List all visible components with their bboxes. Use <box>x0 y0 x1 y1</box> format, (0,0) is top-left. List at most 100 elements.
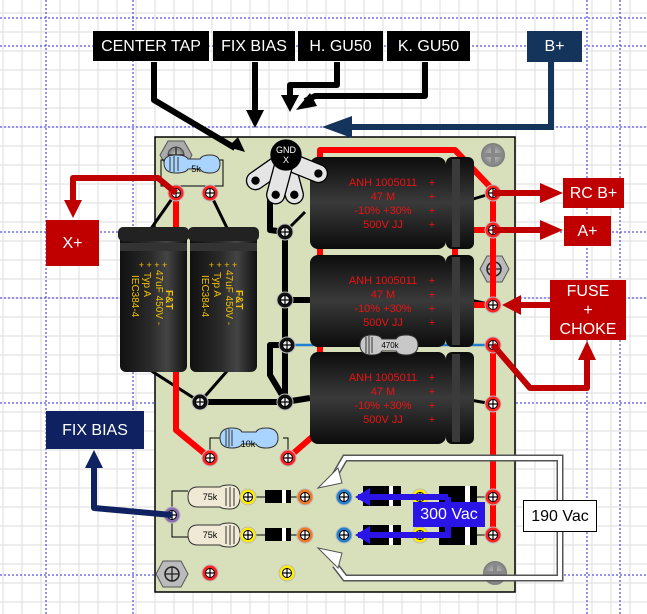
pad-black <box>278 336 296 354</box>
cap1-plus: + + + + <box>139 260 168 270</box>
capacitor-large-3: ANH 1005011 +47 M + -10% +30% +500V JJ + <box>310 352 474 444</box>
label-text: 300 Vac <box>420 506 478 523</box>
capacitor-large-plus: + <box>429 386 435 398</box>
pad-red <box>201 184 219 202</box>
resistor-75k-b-label: 75k <box>203 530 218 540</box>
pad-yellow <box>278 564 296 582</box>
pad-orange <box>296 488 314 506</box>
rc-b-plus-wire <box>493 183 563 203</box>
pad-yellow <box>239 526 257 544</box>
pad-red <box>279 449 297 467</box>
label-fix-bias-left: FIX BIAS <box>46 411 144 449</box>
label-x-plus: X+ <box>46 220 99 266</box>
cap2-logo: F&T <box>233 290 244 309</box>
pad-blue <box>335 488 353 506</box>
label-text: H. GU50 <box>309 37 372 55</box>
label-text: FIX BIAS <box>62 421 128 439</box>
label-k-gu50: K. GU50 <box>387 31 470 61</box>
pad-red <box>201 449 219 467</box>
label-text: 190 Vac <box>531 507 589 525</box>
label-300-vac: 300 Vac <box>413 502 485 527</box>
resistor-75k-b <box>171 515 275 548</box>
tag-strip-x-label: X <box>283 155 289 165</box>
label-fix-bias-top: FIX BIAS <box>213 31 295 61</box>
resistor-470k <box>359 334 419 356</box>
pad-red <box>484 395 502 413</box>
nut-icon <box>155 560 189 588</box>
cap1-logo: F&T <box>163 290 174 309</box>
label-text: K. GU50 <box>397 37 460 55</box>
capacitor-large-plus: + <box>429 303 435 315</box>
capacitor-large-plus: + <box>429 372 435 384</box>
capacitor-large-text: ANH 1005011 <box>349 177 417 189</box>
label-text: X+ <box>62 234 83 252</box>
capacitor-large-2: ANH 1005011+47 M+-10% +30%+500V JJ+ <box>310 255 474 347</box>
label-text: + <box>583 301 593 319</box>
cap2-standard: IEC384-4 <box>199 275 210 318</box>
label-text: A+ <box>577 222 598 240</box>
capacitor-large-text: 500V JJ <box>363 317 403 329</box>
resistor-5k-label: 5k <box>191 164 201 174</box>
tag-strip-gnd-label: GND <box>276 145 297 155</box>
pad-red <box>201 564 219 582</box>
capacitor-large-plus: + <box>429 317 435 329</box>
resistor-5k <box>160 154 224 187</box>
pad-black <box>276 291 294 309</box>
fuse-choke-wire-in <box>502 295 550 315</box>
label-h-gu50: H. GU50 <box>298 31 383 61</box>
label-text: FUSE <box>566 282 610 300</box>
capacitor-large-text: 500V JJ <box>363 414 403 426</box>
resistor-10k-label: 10k <box>241 439 256 449</box>
capacitor-large-plus: + <box>429 414 435 426</box>
cap1-type: Typ A <box>141 272 152 297</box>
label-rc-b-plus: RC B+ <box>563 178 624 208</box>
capacitor-large-text: ANH 1005011 <box>349 372 417 384</box>
resistor-75k-a-label: 75k <box>203 492 218 502</box>
capacitor-large-text: -10% +30% <box>354 205 411 217</box>
capacitor-large-text: -10% +30% <box>354 303 411 315</box>
capacitor-large-plus: + <box>429 400 435 412</box>
cap2-value: 47uF 450V - <box>223 270 234 325</box>
pad-yellow <box>239 488 257 506</box>
capacitor-large-plus: + <box>429 191 435 203</box>
pad-red <box>484 488 502 506</box>
capacitor-small-1 <box>118 227 189 372</box>
capacitor-large-1: ANH 1005011+47 M+-10% +30%+500V JJ+ <box>310 157 474 249</box>
cap2-plus: + + + + <box>209 260 238 270</box>
capacitor-large-plus: + <box>429 177 435 189</box>
pad-black <box>276 393 294 411</box>
label-fuse-choke: FUSE + CHOKE <box>550 280 626 340</box>
capacitor-large-plus: + <box>429 205 435 217</box>
label-center-tap: CENTER TAP <box>93 31 209 61</box>
pad-black <box>276 223 294 241</box>
pad-red <box>484 296 502 314</box>
pad-orange <box>296 526 314 544</box>
cap1-standard: IEC384-4 <box>129 275 140 318</box>
cap1-value: 47uF 450V - <box>153 270 164 325</box>
label-b-plus: B+ <box>527 31 582 62</box>
screw-icon <box>481 143 505 167</box>
label-190-vac: 190 Vac <box>523 500 597 532</box>
capacitor-large-text: 47 M <box>371 191 395 203</box>
pad-black <box>191 393 209 411</box>
cap2-type: Typ A <box>211 272 222 297</box>
label-text: CHOKE <box>559 320 617 338</box>
x-plus-wire <box>64 175 178 218</box>
pad-red <box>484 526 502 544</box>
capacitor-large-text: -10% +30% <box>354 400 411 412</box>
label-a-plus: A+ <box>564 216 611 246</box>
capacitor-large-text: 47 M <box>371 289 395 301</box>
label-text: CENTER TAP <box>101 37 201 55</box>
label-text: B+ <box>544 38 565 55</box>
capacitor-large-text: 47 M <box>371 386 395 398</box>
a-plus-wire <box>493 220 563 240</box>
capacitor-large-plus: + <box>429 275 435 287</box>
fix-bias-wire <box>85 450 173 518</box>
capacitor-large-plus: + <box>429 219 435 231</box>
resistor-470k-label: 470k <box>381 341 399 350</box>
capacitor-small-2 <box>188 227 259 372</box>
black-arrowheads <box>228 93 317 152</box>
label-text: FIX BIAS <box>221 37 287 55</box>
label-text: RC B+ <box>569 184 618 202</box>
capacitor-large-text: ANH 1005011 <box>349 275 417 287</box>
